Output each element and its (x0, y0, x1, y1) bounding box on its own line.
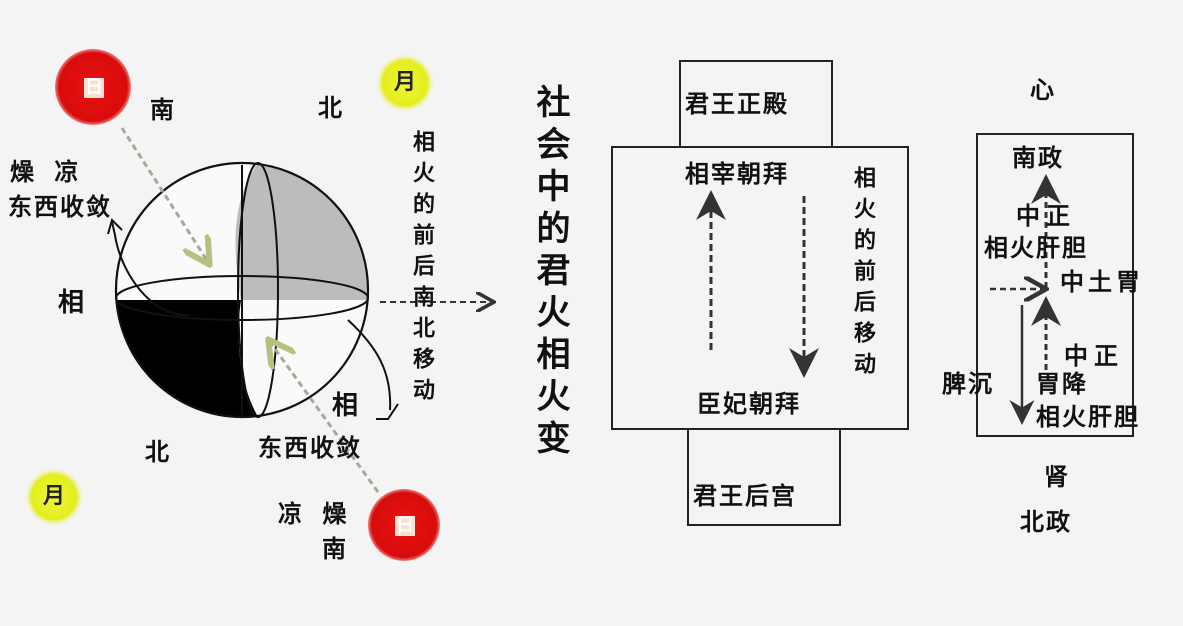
label-south-bottom: 南 (322, 535, 348, 563)
label-stomach-descend: 胃降 (1036, 370, 1088, 398)
label-zhongzheng-bottom: 中正 (1064, 342, 1124, 370)
label-cool-dry-bottom: 凉 燥 (278, 500, 353, 528)
sun-ray-bottom (270, 342, 380, 493)
label-zhongzheng-top: 中正 (1016, 202, 1076, 230)
moon-icon-bottom (24, 467, 84, 527)
label-heart: 心 (1030, 76, 1056, 104)
sun-glyph-bottom: 日 (395, 515, 415, 536)
sun-glyph-top: 日 (84, 77, 104, 98)
moon-glyph-top: 月 (394, 70, 417, 95)
label-liver-gall-top: 相火肝胆 (984, 234, 1088, 262)
label-south-gov: 南政 (1012, 144, 1064, 172)
organ-box (976, 133, 1134, 437)
label-north-gov: 北政 (1020, 508, 1072, 536)
court-box: 相宰朝拜 臣妃朝拜 相火的前后移动 (611, 146, 909, 430)
moon-glyph-bottom: 月 (43, 484, 66, 509)
label-converge-bottom: 东西收敛 (258, 434, 362, 462)
earth-sphere (114, 161, 370, 419)
label-xiang-left: 相 (58, 288, 87, 318)
label-rear-palace: 君王后宫 (693, 482, 797, 510)
label-dry-cool-top: 燥 凉 (10, 158, 85, 186)
label-main-hall: 君王正殿 (685, 90, 789, 118)
label-north-bottom: 北 (145, 438, 171, 466)
converge-arrow-left (111, 221, 191, 317)
side-note-palace: 相火的前后移动 (850, 166, 875, 383)
label-earth-stomach: 中土胃 (1060, 268, 1144, 296)
converge-arrow-right (347, 319, 392, 411)
label-converge-top: 东西收敛 (8, 193, 112, 221)
label-spleen-sink: 脾沉 (942, 370, 994, 398)
label-kidney: 肾 (1044, 463, 1070, 491)
label-south-top: 南 (150, 96, 176, 124)
label-north-top: 北 (318, 94, 344, 122)
page-title: 社会中的君火相火变 (530, 84, 570, 462)
side-note-sphere: 相火的前后南北移动 (409, 130, 434, 409)
moon-icon-top (375, 53, 435, 113)
sun-ray-top (120, 127, 208, 262)
bottom-palace-box: 君王后宫 (687, 428, 841, 526)
label-minister-worship: 相宰朝拜 (685, 160, 789, 188)
label-consort-worship: 臣妃朝拜 (697, 390, 801, 418)
label-liver-gall-bottom: 相火肝胆 (1036, 403, 1140, 431)
label-xiang-right: 相 (332, 391, 361, 421)
top-palace-box: 君王正殿 (679, 60, 833, 148)
